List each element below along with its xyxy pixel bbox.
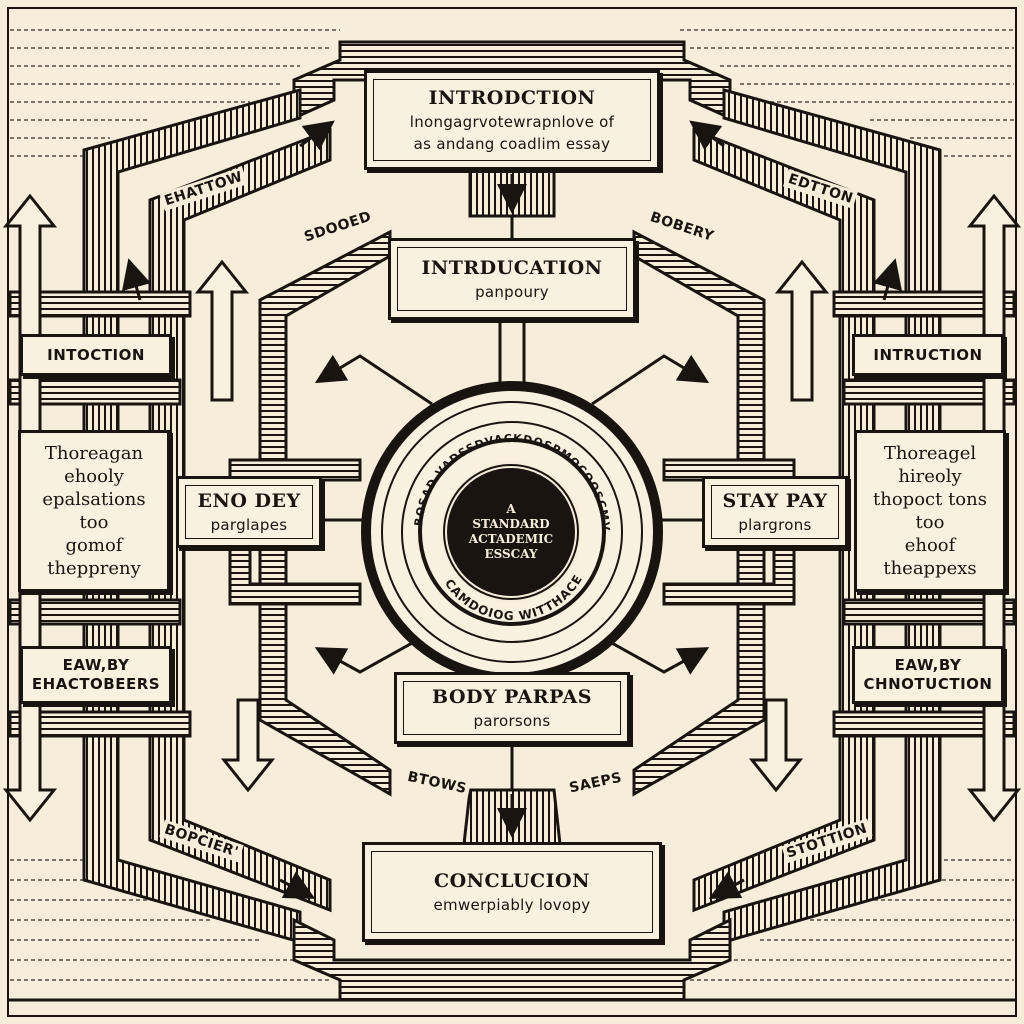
center-line-3: ACTADEMIC [468,532,554,546]
left-line-2: ehooly [64,466,124,487]
left-line-6: theppreny [47,558,141,579]
conclusion-box: CONCLUCION emwerpiably lovopy [362,842,662,942]
right-line-3: thopoct tons [873,489,987,510]
conclusion-subtitle: emwerpiably lovopy [433,896,591,914]
right-tab-top: INTRUCTION [852,334,1004,376]
left-line-5: gomof [65,535,123,556]
conclusion-title: CONCLUCION [434,870,590,892]
intro-mid-box: INTRDUCATION panpoury [388,238,636,320]
intro-mid-subtitle: panpoury [475,283,549,301]
intro-top-subtitle-2: as andang coadlim essay [413,135,611,153]
left-tab-bottom: EAW,BY EHACTOBEERS [20,646,172,704]
left-tab-top: INTOCTION [20,334,172,376]
center-line-1: A [506,502,516,516]
background-rules [10,29,1014,981]
right-paragraph-box: Thoreagel hireoly thopoct tons too ehoof… [854,430,1006,592]
intro-top-subtitle-1: lnongagrvotewrapnlove of [409,113,615,131]
center-disc: A STANDARD ACTADEMIC ESSCAY [441,462,581,602]
right-line-1: Thoreagel [883,443,977,464]
left-tab-bottom-label-1: EAW,BY [62,656,130,674]
right-tab-bottom: EAW,BY CHNOTUCTION [852,646,1004,704]
body-right-title: STAY PAY [722,490,828,512]
left-paragraph-box: Thoreagan ehooly epalsations too gomof t… [18,430,170,592]
body-left-title: ENO DEY [197,490,301,512]
intro-top-title: INTRODCTION [428,87,596,109]
right-tab-bottom-label-2: CHNOTUCTION [863,675,993,693]
left-line-1: Thoreagan [44,443,144,464]
left-line-3: epalsations [42,489,146,510]
body-bottom-title: BODY PARPAS [432,686,592,708]
right-tab-bottom-label-1: EAW,BY [894,656,962,674]
center-line-4: ESSCAY [484,547,538,561]
intro-mid-title: INTRDUCATION [421,257,603,279]
right-line-6: theappexs [883,558,977,579]
intro-top-box: INTRODCTION lnongagrvotewrapnlove of as … [364,70,660,170]
left-tab-top-label: INTOCTION [47,345,145,364]
body-right-box: STAY PAY plargrons [702,476,848,548]
connectors [121,120,903,899]
flow-arrows [462,168,562,846]
body-bottom-box: BODY PARPAS parorsons [394,672,630,744]
left-line-4: too [79,512,109,533]
body-left-subtitle: parglapes [210,516,288,534]
right-line-5: ehoof [904,535,956,556]
left-tab-bottom-label-2: EHACTOBEERS [31,675,161,693]
body-left-box: ENO DEY parglapes [176,476,322,548]
body-right-subtitle: plargrons [738,516,812,534]
right-line-4: too [915,512,945,533]
center-line-2: STANDARD [472,517,550,531]
right-line-2: hireoly [898,466,962,487]
right-tab-top-label: INTRUCTION [873,345,983,364]
body-bottom-subtitle: parorsons [473,712,551,730]
